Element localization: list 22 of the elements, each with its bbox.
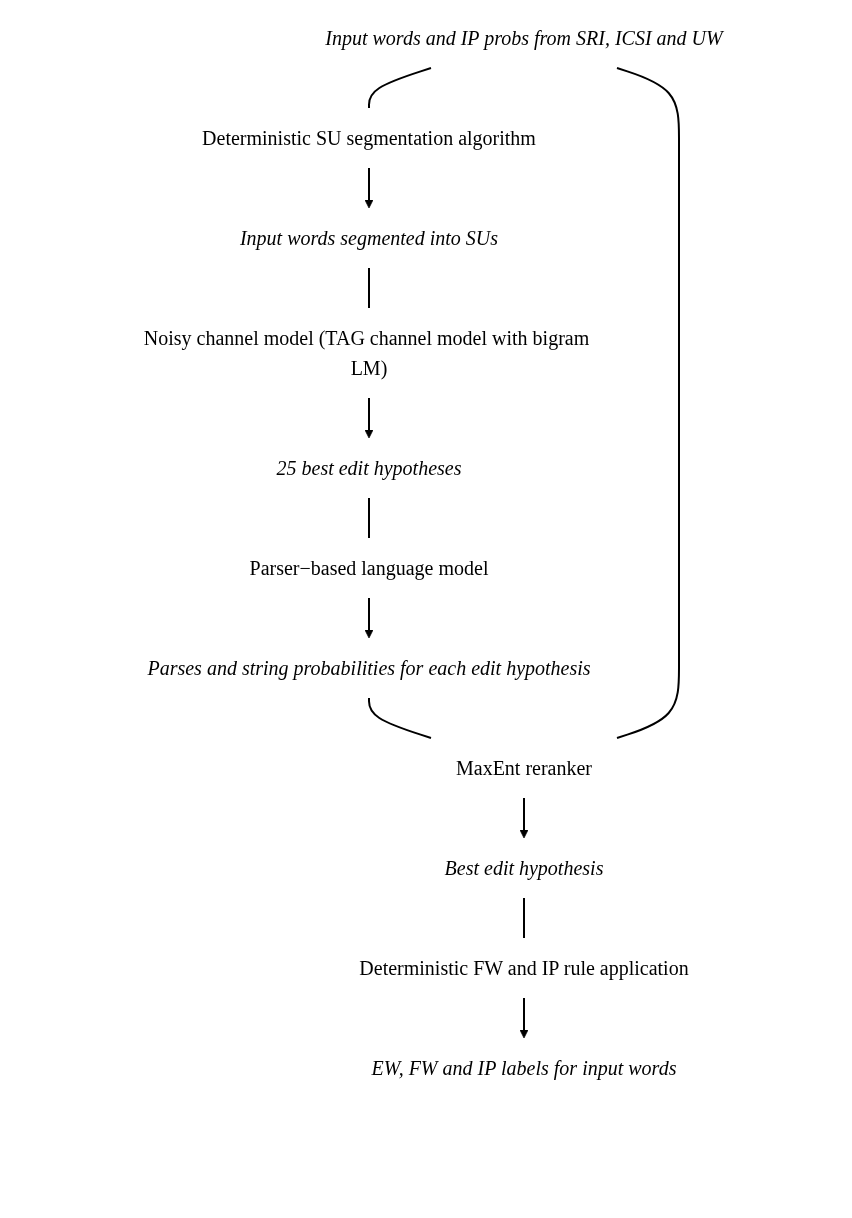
node-text: Deterministic SU segmentation algorithm — [202, 127, 537, 149]
node-text: Input words and IP probs from SRI, ICSI and UW — [325, 27, 723, 49]
arrow — [364, 167, 374, 209]
connector — [368, 67, 433, 109]
node-text: 25 best edit hypotheses — [276, 457, 462, 479]
node-text: Deterministic FW and IP rule application — [359, 957, 689, 979]
connector — [368, 267, 371, 309]
connector — [523, 897, 526, 939]
node-text: Parser−based language model — [249, 557, 489, 579]
node-text: Input words segmented into SUs — [240, 227, 499, 249]
node-text: Best edit hypothesis — [444, 857, 604, 879]
arrow — [364, 597, 374, 639]
arrow — [364, 397, 374, 439]
node-text: EW, FW and IP labels for input words — [371, 1057, 677, 1079]
arrow — [519, 797, 529, 839]
connector — [616, 67, 681, 739]
connector — [368, 497, 371, 539]
arrow — [519, 997, 529, 1039]
node-text: Noisy channel model (TAG channel model with bigram LM) — [143, 327, 590, 379]
node-text: MaxEnt reranker — [456, 757, 593, 779]
node-text: Parses and string probabilities for each edit hypothesis — [147, 657, 591, 679]
connector — [368, 697, 433, 739]
